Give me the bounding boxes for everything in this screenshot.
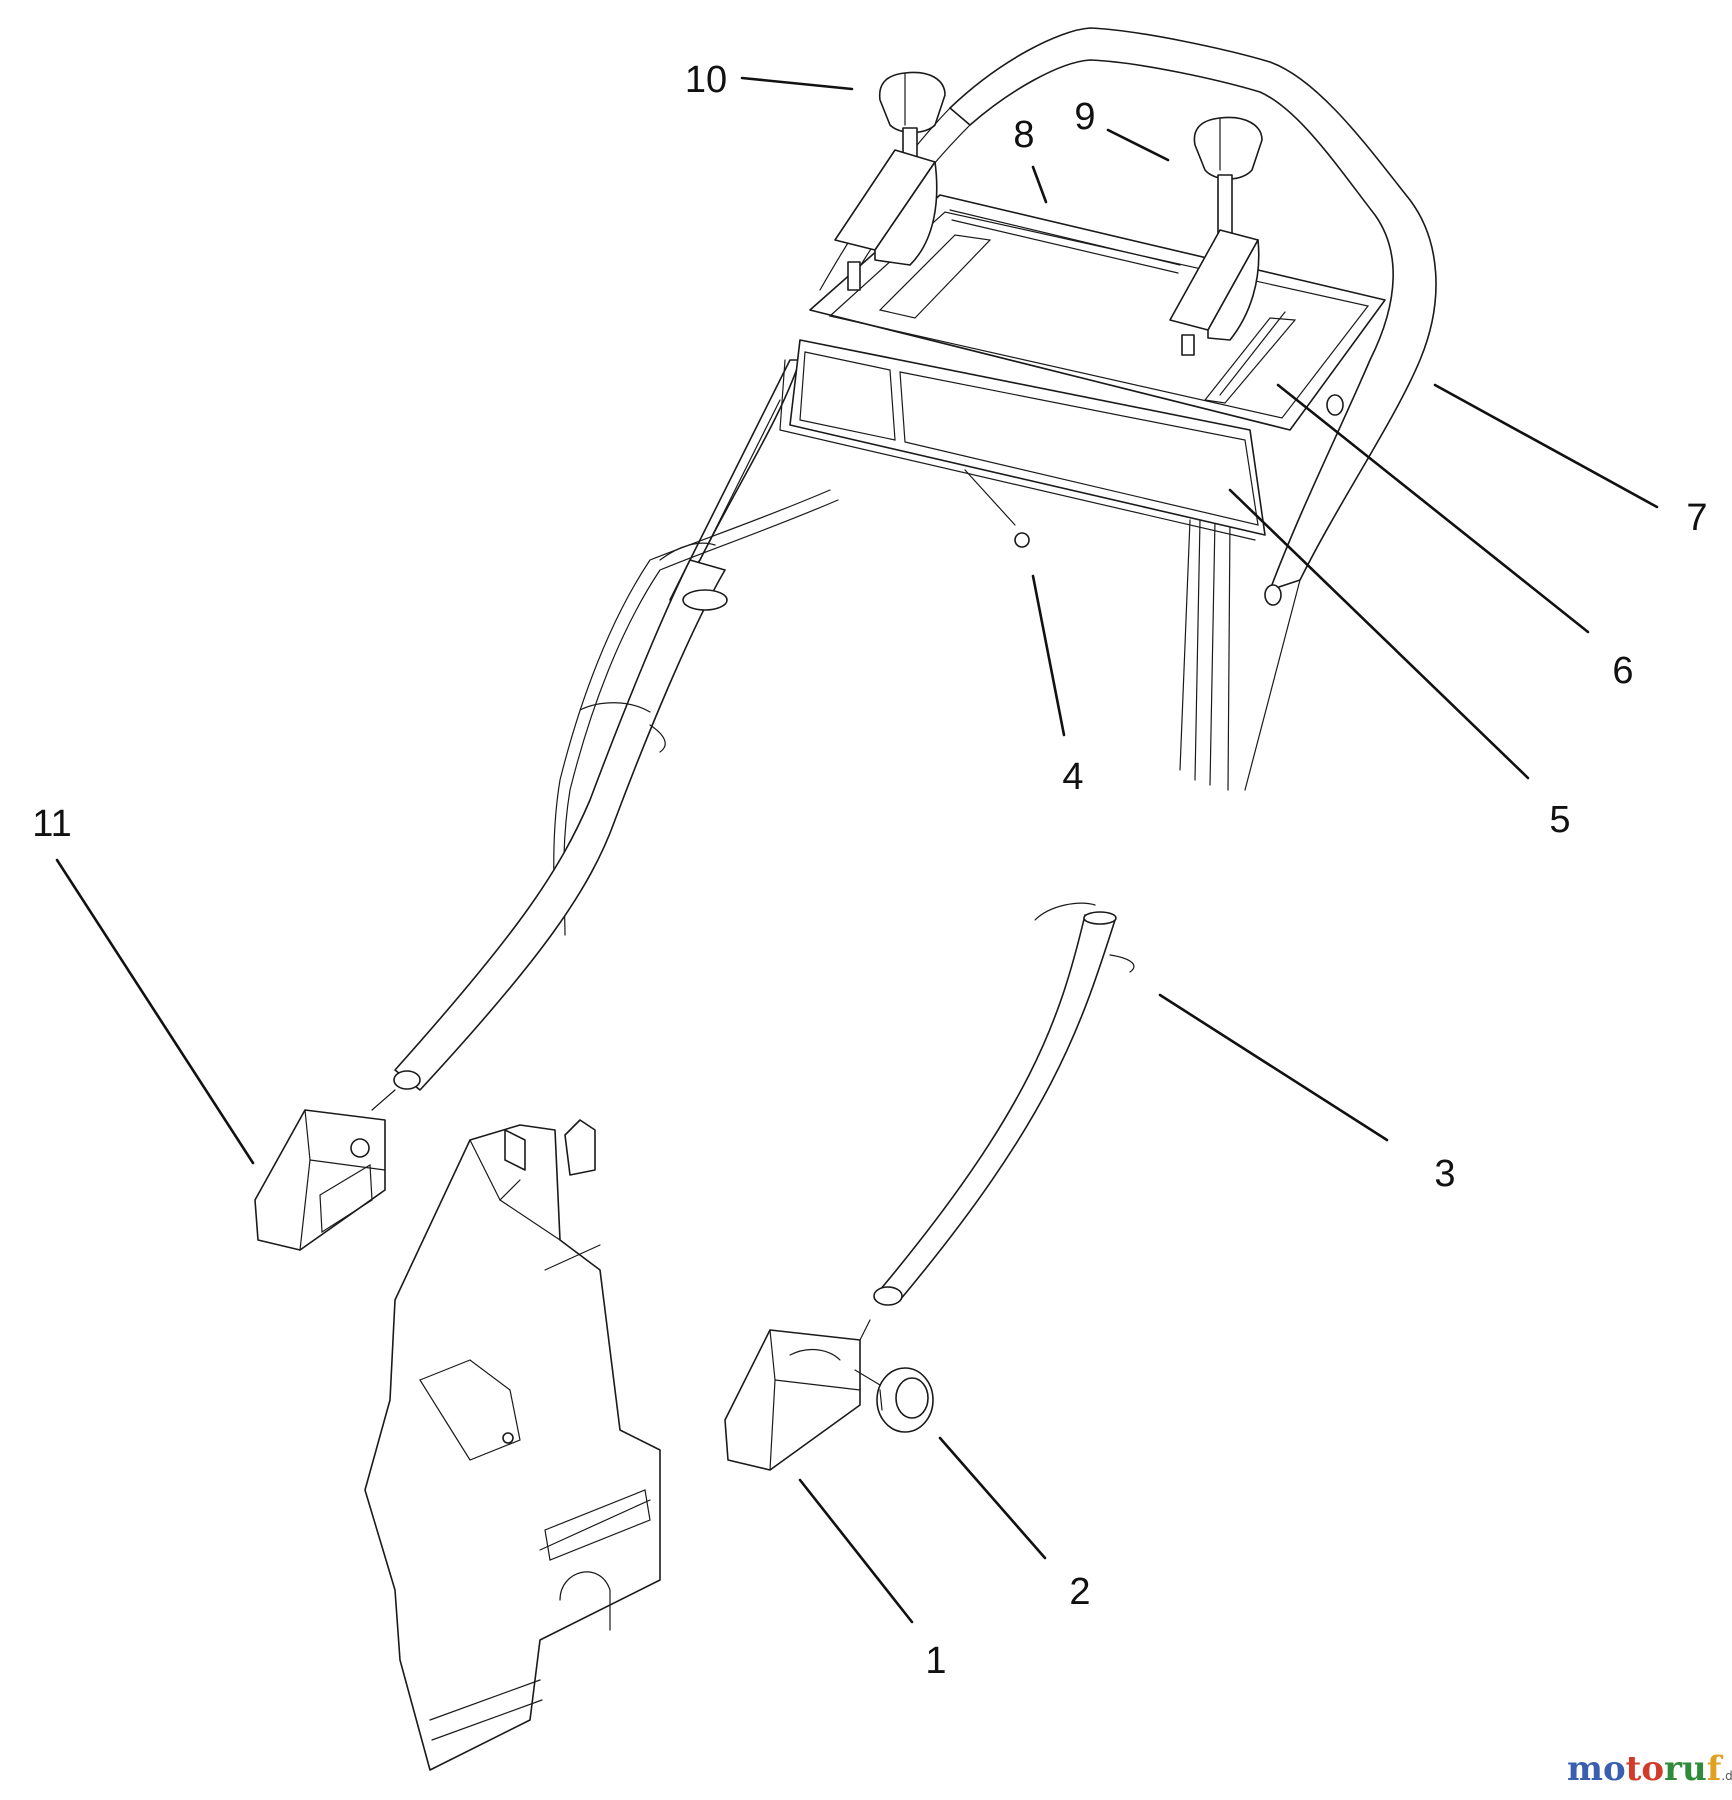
- callout-6: 6: [1612, 650, 1633, 692]
- screw: [964, 469, 1030, 548]
- left-lower-tube: [393, 542, 728, 1091]
- left-bracket: [254, 1089, 396, 1251]
- callouts: 1 2 3 4 5 6 7 8 9 10 11: [32, 59, 1707, 1682]
- callout-7: 7: [1686, 497, 1707, 539]
- control-panel: [809, 194, 1386, 431]
- leader-9: [1106, 128, 1170, 162]
- leader-7: [1433, 383, 1659, 509]
- right-lower-tube: [873, 902, 1135, 1306]
- knob: [854, 1367, 934, 1433]
- callout-10: 10: [685, 59, 727, 101]
- leader-8: [1031, 165, 1048, 204]
- svg-text:motoruf.de: motoruf.de: [1567, 1749, 1732, 1789]
- leader-3: [1158, 993, 1389, 1142]
- housing: [364, 1119, 661, 1771]
- callout-4: 4: [1062, 756, 1083, 798]
- watermark-logo: motoruf.de: [1567, 1749, 1732, 1789]
- leader-lines: [55, 76, 1659, 1624]
- leader-4: [1031, 574, 1066, 737]
- lever-right: [1169, 116, 1263, 356]
- callout-11: 11: [32, 803, 71, 845]
- callout-9: 9: [1074, 96, 1095, 138]
- leader-1: [798, 1478, 914, 1624]
- callout-8: 8: [1013, 114, 1034, 156]
- leader-2: [938, 1436, 1047, 1560]
- lever-left: [834, 71, 946, 291]
- right-bracket: [724, 1319, 871, 1471]
- decal: [779, 339, 1266, 541]
- leader-6: [1276, 383, 1590, 634]
- leader-11: [55, 858, 255, 1165]
- callout-3: 3: [1434, 1153, 1455, 1195]
- callout-5: 5: [1549, 799, 1570, 841]
- leader-5: [1228, 488, 1530, 780]
- leader-10: [740, 76, 854, 91]
- callout-2: 2: [1069, 1571, 1090, 1613]
- callout-1: 1: [925, 1640, 946, 1682]
